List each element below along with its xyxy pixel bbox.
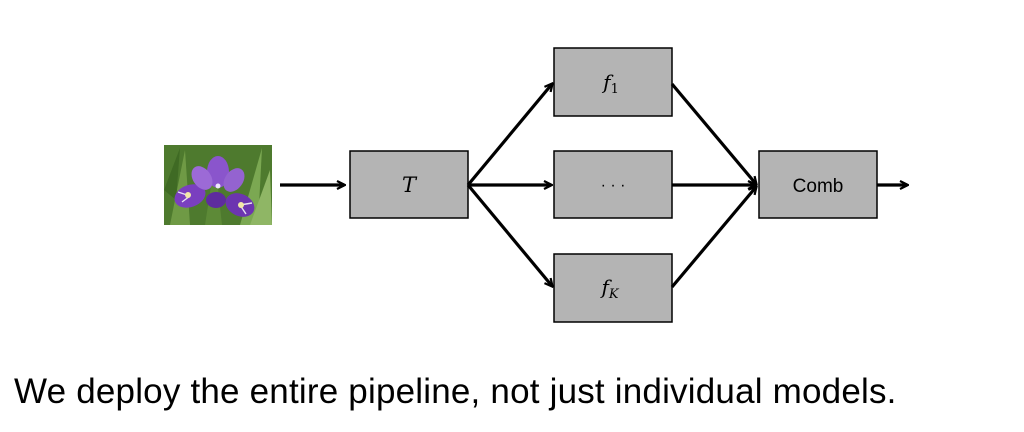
iris-flower-image xyxy=(164,145,272,225)
model-box-middle: · · · xyxy=(553,150,673,219)
arrow-transform-to-model-last xyxy=(466,183,552,286)
transform-box: T xyxy=(349,150,469,219)
caption-text: We deploy the entire pipeline, not just … xyxy=(14,372,897,411)
transform-label: T xyxy=(402,173,418,197)
model-box-first: f1 xyxy=(553,47,673,117)
combine-box: Comb xyxy=(758,150,878,219)
pipeline-diagram: T f1 · · · fK Comb xyxy=(164,47,1024,323)
arrow-model-last-to-combine xyxy=(670,187,756,289)
combine-label: Comb xyxy=(793,176,844,197)
arrow-model-first-to-combine xyxy=(670,82,756,184)
model-box-last: fK xyxy=(553,253,673,323)
arrow-transform-to-model-first xyxy=(466,84,552,187)
model-middle-label: · · · xyxy=(601,177,626,194)
